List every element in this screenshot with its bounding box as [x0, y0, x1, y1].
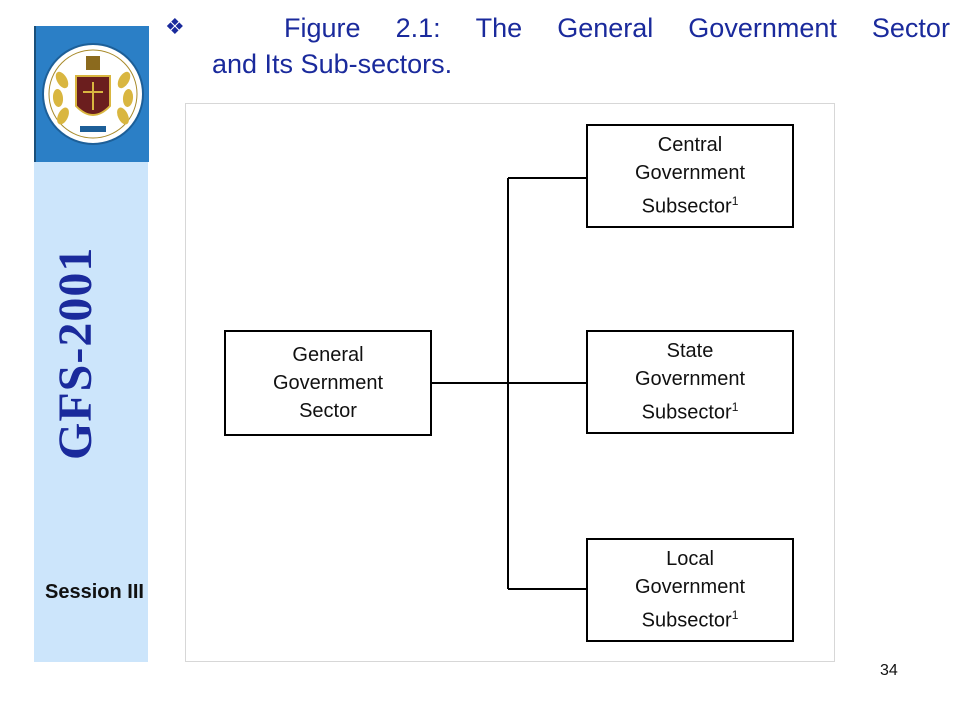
- heading-word: Sector: [871, 13, 950, 43]
- heading-line-1: Figure 2.1: The General Government Secto…: [212, 10, 950, 46]
- footnote-marker: 1: [731, 194, 739, 209]
- general-government-box: General Government Sector: [224, 330, 432, 436]
- state-government-box: State Government Subsector1: [586, 330, 794, 434]
- footnote-marker: 1: [731, 608, 739, 623]
- logo: [34, 26, 149, 162]
- figure-heading: Figure 2.1: The General Government Secto…: [212, 10, 950, 82]
- diamond-bullet-icon: ❖: [165, 14, 185, 39]
- org-diagram: General Government Sector Central Govern…: [185, 103, 835, 662]
- emblem-seal-icon: [42, 43, 144, 145]
- vertical-title: GFS-2001: [49, 246, 102, 460]
- page-number: 34: [880, 662, 898, 679]
- footnote-marker: 1: [731, 400, 739, 415]
- heading-word: 2.1:: [395, 13, 441, 43]
- central-government-label: Central Government Subsector1: [634, 134, 746, 218]
- central-government-box: Central Government Subsector1: [586, 124, 794, 228]
- session-label: Session III: [45, 581, 144, 603]
- heading-word: General: [557, 13, 654, 43]
- local-government-label: Local Government Subsector1: [634, 548, 746, 632]
- heading-word: Government: [688, 13, 837, 43]
- general-government-label: General Government Sector: [272, 344, 384, 422]
- state-government-label: State Government Subsector1: [634, 340, 746, 424]
- heading-line-2: and Its Sub-sectors.: [212, 49, 453, 79]
- heading-word: Figure: [284, 13, 361, 43]
- local-government-box: Local Government Subsector1: [586, 538, 794, 642]
- heading-word: The: [475, 13, 523, 43]
- connector-lines: [432, 177, 586, 590]
